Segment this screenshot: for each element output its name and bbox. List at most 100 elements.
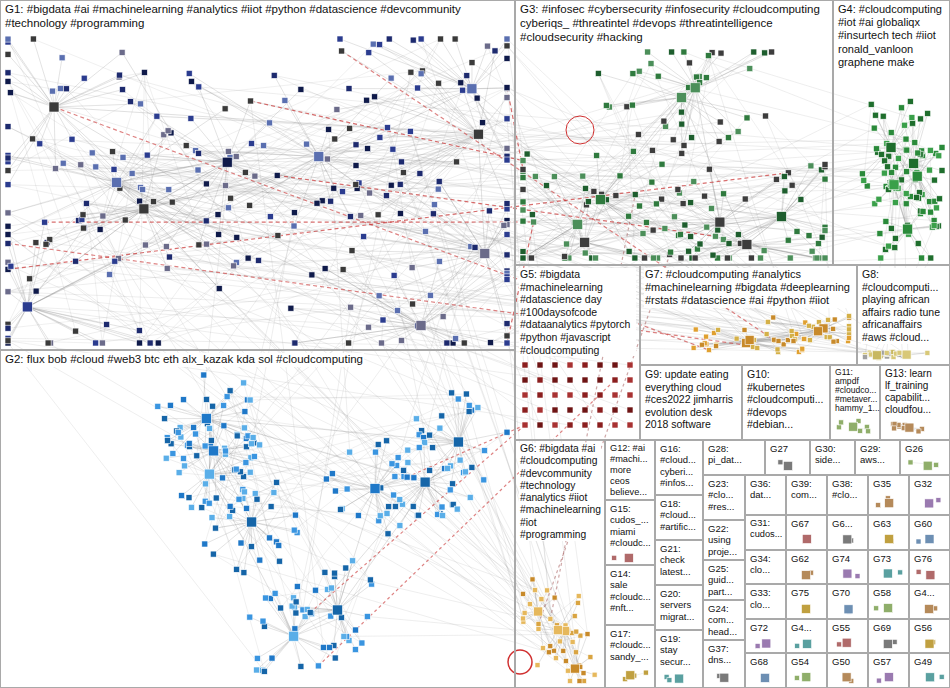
vertex [186,70,192,76]
graph-edge [334,610,338,646]
vertex [267,535,273,541]
vertex [504,276,510,282]
graph-edge [191,118,227,162]
vertex [504,95,510,101]
graph-edge [397,88,507,466]
vertex [454,159,460,165]
vertex [485,43,491,49]
vertex [166,187,172,193]
vertex [659,196,665,202]
vertex [5,182,11,188]
vertex [188,115,194,121]
vertex [427,432,433,438]
graph-edge [86,203,102,343]
vertex [789,182,795,188]
vertex [329,471,335,477]
graph-edge [682,52,754,98]
vertex [234,234,240,240]
graph-edge [54,72,144,107]
vertex [60,160,66,166]
graph-edge [8,262,888,354]
graph-edge [8,215,218,292]
vertex [215,212,221,218]
vertex [80,212,86,218]
graph-edge [204,39,441,375]
vertex [482,448,488,454]
vertex [431,202,437,208]
vertex [42,219,48,225]
vertex [453,336,459,342]
vertex [675,187,681,193]
graph-edge [117,109,226,183]
graph-edge [8,262,27,307]
graph-edge [244,383,274,493]
vertex [409,265,415,271]
graph-edge [627,71,639,107]
graph-edge [122,52,394,495]
vertex [439,413,445,419]
vertex [761,248,767,254]
graph-edge [421,326,464,344]
vertex [383,193,389,199]
graph-edge [421,255,507,326]
graph-edge [825,165,830,338]
graph-edge [8,81,141,104]
graph-edge [682,53,722,98]
graph-edge [407,425,525,477]
vertex [59,55,65,61]
vertex [83,200,89,206]
vertex [449,390,455,396]
graph-edge [310,425,525,613]
vertex [504,55,510,61]
vertex [202,541,208,547]
vertex [304,141,310,147]
vertex [107,272,113,278]
vertex [504,321,510,327]
vertex [445,465,451,471]
graph-edge [892,147,942,182]
vertex [195,167,201,173]
vertex [655,73,661,79]
vertex [261,143,267,149]
vertex [224,394,230,400]
graph-edge [230,391,362,643]
graph-edge [281,450,408,608]
graph-edge [246,162,456,438]
vertex [293,599,299,605]
vertex [397,181,403,187]
vertex [256,257,262,263]
graph-edge [586,161,884,205]
vertex [238,540,244,546]
vertex [231,263,237,269]
vertex [117,72,123,78]
vertex [501,222,507,228]
vertex [389,461,395,467]
graph-edge [632,105,674,217]
vertex [263,595,269,601]
vertex [380,317,386,323]
vertex [78,162,84,168]
vertex [221,423,227,429]
graph-edge [167,438,213,451]
vertex [626,248,632,254]
graph-edge [8,173,788,269]
vertex [529,212,535,218]
graph-edge [54,107,56,169]
vertex [692,255,698,261]
vertex [5,232,11,238]
vertex [241,380,247,386]
vertex [361,234,367,240]
vertex [461,340,467,346]
vertex [395,308,401,314]
vertex [252,491,258,497]
vertex [678,255,684,261]
graph-edge [27,307,139,343]
graph-edge [565,104,872,256]
vertex [5,124,11,130]
vertex [241,489,247,495]
vertex [155,340,161,346]
vertex [585,199,591,205]
vertex [313,587,319,593]
vertex [165,438,171,444]
vertex [520,255,526,261]
